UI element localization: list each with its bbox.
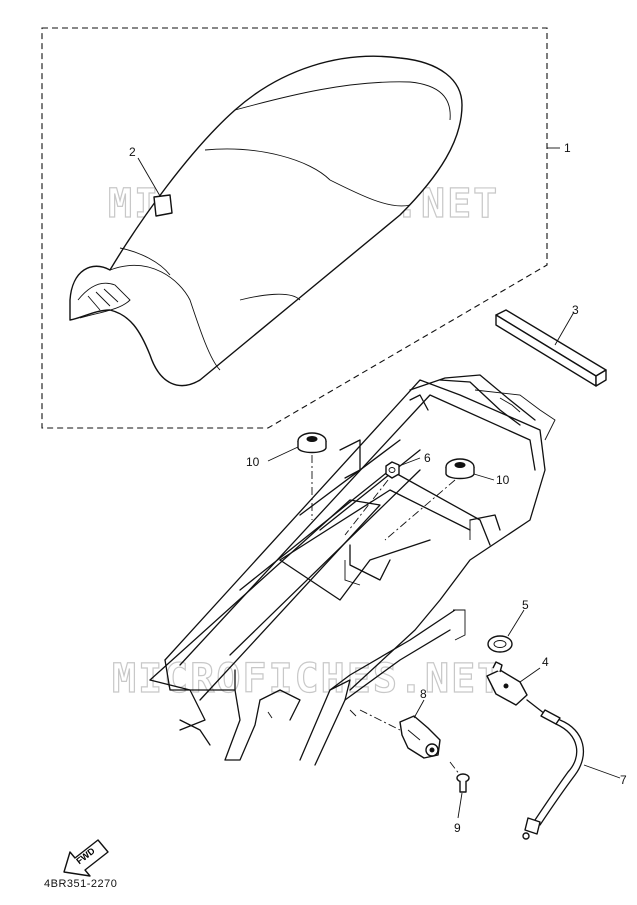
seat-lock (486, 661, 541, 706)
seat-damper-left (267, 432, 327, 520)
callout-7: 7 (620, 773, 627, 787)
seat (69, 55, 463, 387)
seat-lock-cable (522, 699, 621, 840)
nut (344, 457, 421, 536)
callout-6: 6 (424, 451, 431, 465)
seat-assembly-boundary (41, 27, 548, 429)
callout-5: 5 (522, 598, 529, 612)
callout-1: 1 (564, 141, 571, 155)
seat-emblem (137, 157, 173, 217)
callout-10-left: 10 (246, 455, 260, 469)
callout-2: 2 (129, 145, 136, 159)
seat-damper-right (384, 458, 495, 541)
callout-3: 3 (572, 303, 579, 317)
grommet (487, 609, 525, 653)
callout-8: 8 (420, 687, 427, 701)
screw (449, 761, 470, 819)
callout-4: 4 (542, 655, 549, 669)
catalog-number: 4BR351-2270 (44, 878, 118, 890)
rear-frame (149, 374, 556, 766)
watermark-bottom: MICROFICHES.NET (112, 656, 503, 702)
lock-assembly (359, 699, 441, 759)
callout-10-right: 10 (496, 473, 510, 487)
callout-9: 9 (454, 821, 461, 835)
fwd-arrow: FWD (63, 839, 109, 877)
seat-damper-strip (495, 309, 607, 387)
